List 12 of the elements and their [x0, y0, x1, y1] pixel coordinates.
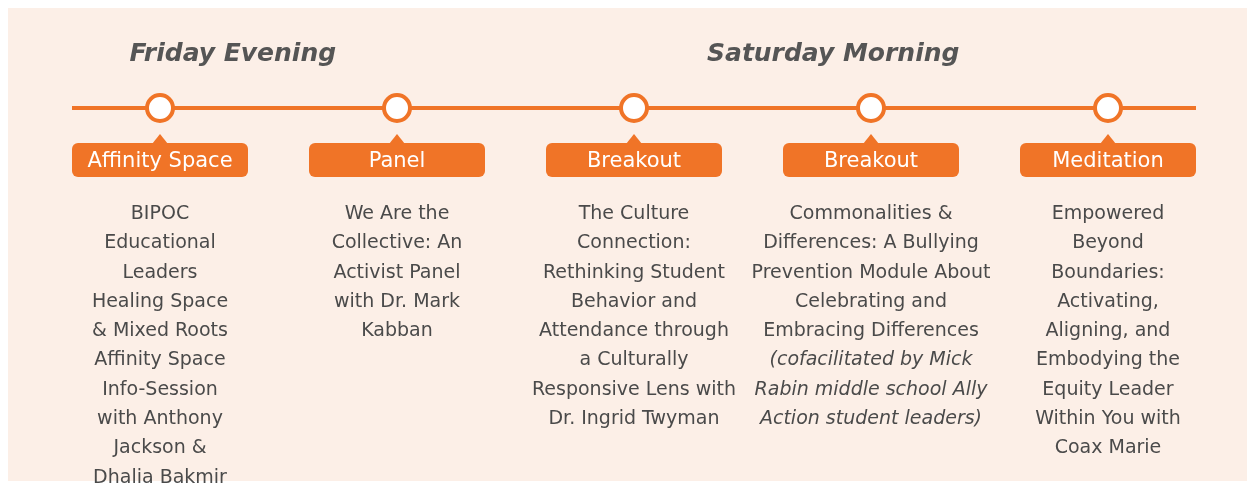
session-type-tag: Breakout — [783, 143, 959, 177]
session-description: Empowered Beyond Boundaries: Activating, Aligning, and Embodying the Equity Leader Within You with Coax Marie — [1034, 200, 1182, 460]
session-description: The Culture Connection: Rethinking Student Behavior and Attendance through a Culturally Responsive Lens with Dr. Ingrid Twyman — [531, 200, 737, 431]
session-description: Commonalities & Differences: A Bullying Prevention Module About Celebrating and Embracing Differences (cofacilitated by Mick Rabin middle school Ally Action student leaders) — [751, 200, 991, 431]
session-type-tag: Affinity Space — [72, 143, 248, 177]
time-heading: Saturday Morning — [707, 38, 960, 67]
session-description: BIPOC Educational Leaders Healing Space & Mixed Roots Affinity Space Info-Session with Anthony Jackson & Dhalia Bakmir — [90, 200, 230, 489]
session-type-tag: Meditation — [1020, 143, 1196, 177]
session-type-tag: Panel — [309, 143, 485, 177]
session-description: We Are the Collective: An Activist Panel with Dr. Mark Kabban — [330, 200, 464, 343]
time-heading: Friday Evening — [129, 38, 337, 67]
session-type-tag: Breakout — [546, 143, 722, 177]
